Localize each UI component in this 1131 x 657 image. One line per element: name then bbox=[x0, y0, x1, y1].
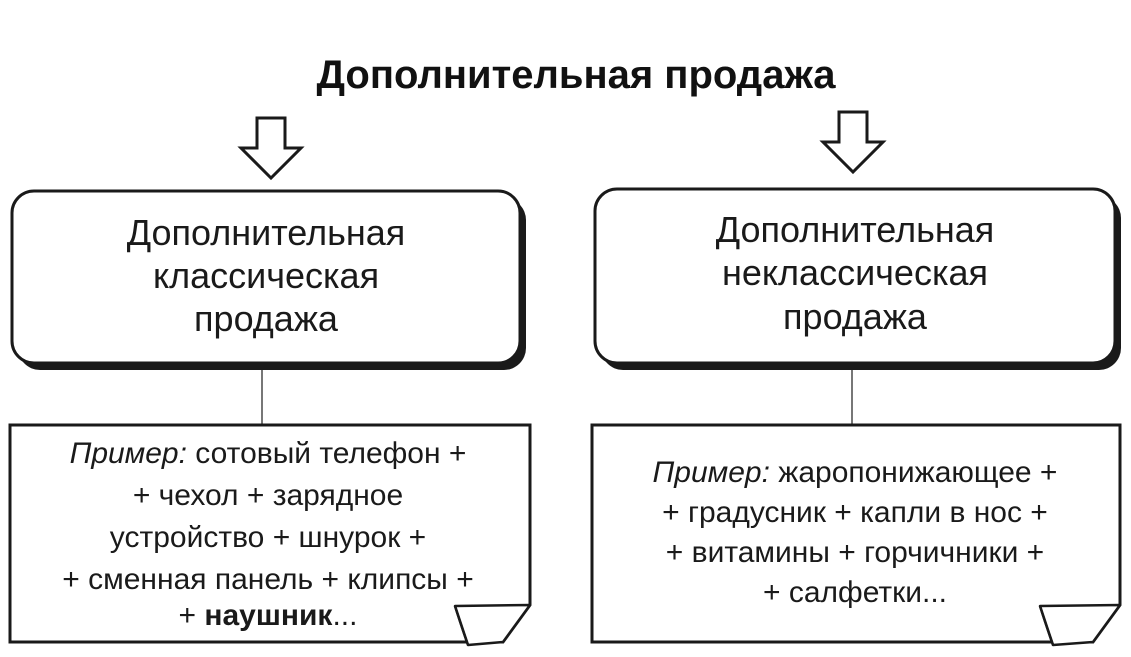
left-box-line-3: продажа bbox=[194, 298, 339, 339]
left-note-fold-curve bbox=[453, 605, 470, 646]
left-example-line-1: Пример: сотовый телефон + bbox=[70, 437, 467, 470]
left-example-ellipsis: ... bbox=[332, 599, 357, 632]
left-category-box bbox=[10, 189, 522, 365]
left-example-line-2: + чехол + зарядное bbox=[133, 479, 403, 512]
left-box-line-1: Дополнительная bbox=[127, 212, 406, 253]
left-example-plus: + bbox=[179, 599, 205, 632]
right-example-label: Пример: bbox=[653, 456, 770, 489]
right-category-box bbox=[593, 187, 1117, 365]
right-box-line-2: неклассическая bbox=[722, 252, 988, 293]
left-example-line-5: + наушник... bbox=[179, 599, 358, 632]
down-arrow-left-icon bbox=[237, 116, 305, 181]
right-example-line-4: + салфетки... bbox=[763, 576, 947, 609]
right-note-fold-curve bbox=[1038, 605, 1055, 646]
right-example-line-2: + градусник + капли в нос + bbox=[662, 496, 1048, 529]
left-example-text-1: сотовый телефон + bbox=[187, 437, 466, 470]
right-box-line-3: продажа bbox=[783, 296, 928, 337]
right-example-line-1: Пример: жаропонижающее + bbox=[653, 456, 1058, 489]
diagram-title: Дополнительная продажа bbox=[316, 53, 836, 97]
left-example-label: Пример: bbox=[70, 437, 187, 470]
left-box-line-2: классическая bbox=[153, 255, 379, 296]
left-example-line-4: + сменная панель + клипсы + bbox=[62, 563, 473, 596]
down-arrow-right-icon bbox=[819, 110, 887, 175]
right-example-line-3: + витамины + горчичники + bbox=[666, 536, 1044, 569]
right-box-line-1: Дополнительная bbox=[716, 209, 995, 250]
left-example-bold-word: наушник bbox=[204, 599, 333, 632]
left-example-line-3: устройство + шнурок + bbox=[110, 521, 426, 554]
right-example-text-1: жаропонижающее + bbox=[770, 456, 1058, 489]
